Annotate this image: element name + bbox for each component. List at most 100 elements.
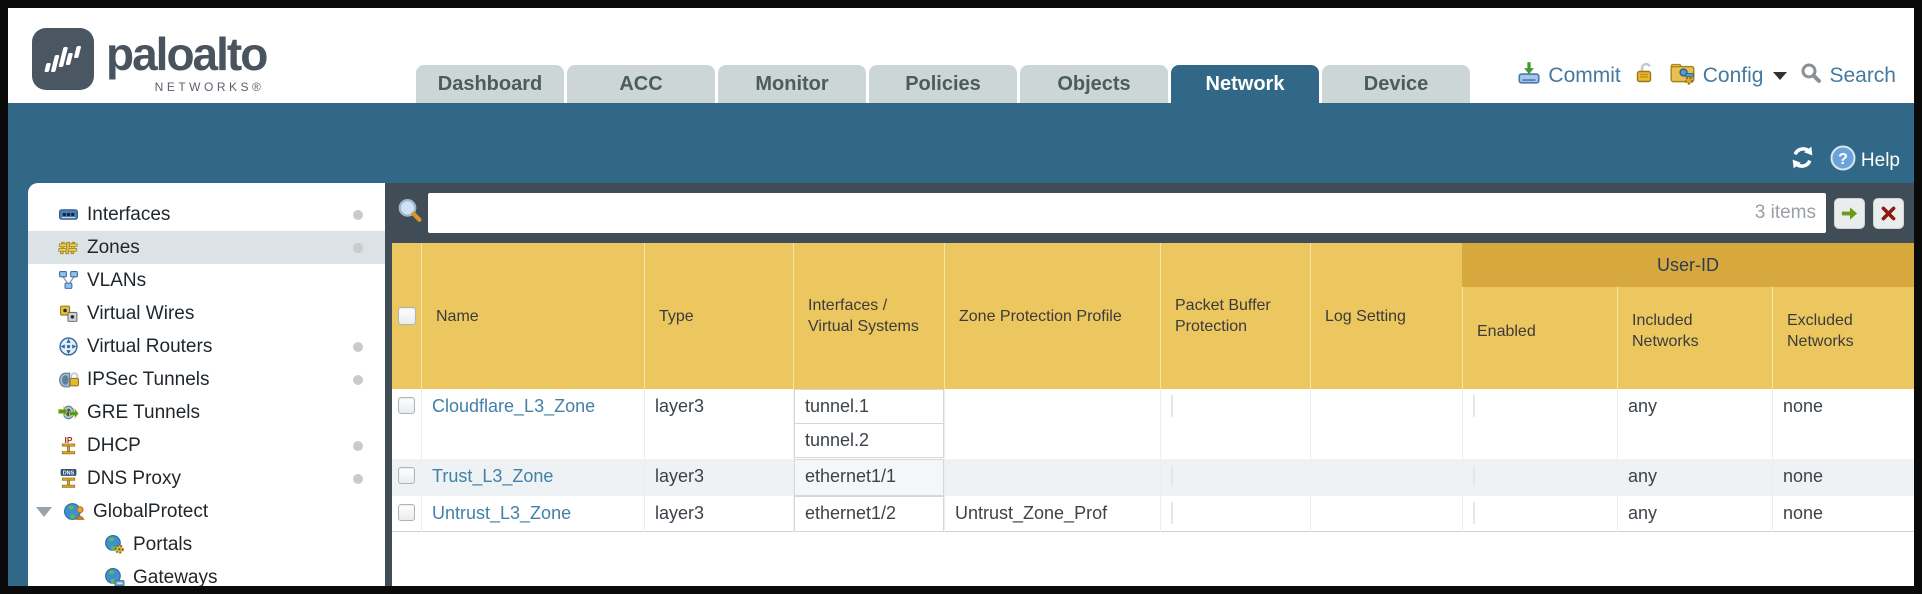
virtual-wires-icon bbox=[58, 303, 79, 324]
sidebar-item-portals[interactable]: Portals bbox=[28, 528, 385, 561]
vlans-icon bbox=[58, 270, 79, 291]
row-checkbox[interactable] bbox=[398, 504, 415, 521]
lock-button[interactable] bbox=[1633, 61, 1657, 91]
apply-filter-button[interactable] bbox=[1834, 197, 1865, 229]
tab-monitor[interactable]: Monitor bbox=[718, 65, 866, 103]
left-rail bbox=[8, 183, 28, 586]
tab-dashboard[interactable]: Dashboard bbox=[416, 65, 564, 103]
sidebar-item-label: Virtual Routers bbox=[87, 335, 213, 357]
items-count: 3 items bbox=[1754, 202, 1816, 223]
virtual-routers-icon bbox=[58, 336, 79, 357]
zone-type: layer3 bbox=[644, 459, 793, 496]
packet-buffer-checkbox[interactable] bbox=[1171, 502, 1173, 524]
userid-enabled-checkbox[interactable] bbox=[1473, 465, 1475, 487]
column-header-zone-protection-profile[interactable]: Zone Protection Profile bbox=[944, 243, 1160, 389]
gateways-icon bbox=[104, 567, 125, 586]
config-icon bbox=[1669, 59, 1697, 93]
column-header-included-networks[interactable]: Included Networks bbox=[1617, 243, 1772, 389]
zone-interfaces: ethernet1/2 bbox=[793, 496, 944, 532]
search-button[interactable]: Search bbox=[1799, 61, 1896, 91]
help-button[interactable]: ? Help bbox=[1830, 145, 1900, 177]
column-header-interfaces[interactable]: Interfaces / Virtual Systems bbox=[793, 243, 944, 389]
sidebar-item-vlans[interactable]: VLANs bbox=[28, 264, 385, 297]
log-setting bbox=[1310, 389, 1462, 459]
brand-name: paloalto bbox=[106, 28, 268, 80]
user-id-group-header: User-ID bbox=[1462, 243, 1914, 287]
table-row: Untrust_L3_Zone layer3 ethernet1/2 Untru… bbox=[392, 496, 1914, 532]
sidebar-item-zones[interactable]: Zones bbox=[28, 231, 385, 264]
globalprotect-icon bbox=[64, 501, 85, 522]
tab-objects[interactable]: Objects bbox=[1020, 65, 1168, 103]
sidebar-item-label: Interfaces bbox=[87, 203, 171, 225]
tab-device[interactable]: Device bbox=[1322, 65, 1470, 103]
close-icon bbox=[1881, 206, 1896, 220]
excluded-networks: none bbox=[1772, 389, 1914, 459]
top-header: paloalto NETWORKS® Dashboard ACC Monitor… bbox=[8, 8, 1914, 103]
expander-icon[interactable] bbox=[36, 506, 52, 517]
sidebar-item-label: IPSec Tunnels bbox=[87, 368, 210, 390]
sidebar-item-virtual-routers[interactable]: Virtual Routers bbox=[28, 330, 385, 363]
sidebar-item-globalprotect[interactable]: GlobalProtect bbox=[28, 495, 385, 528]
network-sidebar: Interfaces Zones bbox=[28, 183, 385, 586]
zone-protection-profile bbox=[944, 459, 1160, 496]
config-menu[interactable]: Config bbox=[1669, 59, 1788, 93]
svg-text:?: ? bbox=[1838, 151, 1848, 168]
column-header-packet-buffer-protection[interactable]: Packet Buffer Protection bbox=[1160, 243, 1310, 389]
row-checkbox[interactable] bbox=[398, 467, 415, 484]
sidebar-item-ipsec-tunnels[interactable]: IPSec Tunnels bbox=[28, 363, 385, 396]
select-all-checkbox[interactable] bbox=[397, 307, 416, 325]
sidebar-item-interfaces[interactable]: Interfaces bbox=[28, 198, 385, 231]
sub-header-band: ? Help bbox=[8, 103, 1914, 183]
packet-buffer-checkbox[interactable] bbox=[1171, 465, 1173, 487]
zone-name-link[interactable]: Cloudflare_L3_Zone bbox=[432, 396, 596, 416]
excluded-networks: none bbox=[1772, 496, 1914, 532]
included-networks: any bbox=[1617, 389, 1772, 459]
select-all-checkbox-cell bbox=[392, 243, 421, 389]
clear-filter-button[interactable] bbox=[1873, 197, 1904, 229]
column-header-name[interactable]: Name bbox=[421, 243, 644, 389]
sidebar-item-gateways[interactable]: Gateways bbox=[28, 561, 385, 586]
dns-proxy-icon: DNS bbox=[58, 468, 79, 489]
zone-type: layer3 bbox=[644, 389, 793, 459]
row-checkbox[interactable] bbox=[398, 397, 415, 414]
interface-cell: tunnel.1 bbox=[794, 389, 944, 424]
table-header: Name Type Interfaces / Virtual Systems Z… bbox=[392, 243, 1914, 389]
status-dot bbox=[353, 374, 363, 385]
sidebar-item-label: DNS Proxy bbox=[87, 467, 181, 489]
filter-field: 3 items bbox=[428, 193, 1826, 233]
sidebar-item-virtual-wires[interactable]: Virtual Wires bbox=[28, 297, 385, 330]
interface-cell: tunnel.2 bbox=[794, 423, 944, 458]
userid-enabled-checkbox[interactable] bbox=[1473, 502, 1475, 524]
zones-icon bbox=[58, 237, 79, 258]
tab-acc[interactable]: ACC bbox=[567, 65, 715, 103]
gre-tunnels-icon bbox=[58, 402, 79, 423]
sidebar-item-dhcp[interactable]: IP DHCP bbox=[28, 429, 385, 462]
lock-icon bbox=[1633, 61, 1657, 91]
sidebar-item-label: GlobalProtect bbox=[93, 500, 209, 522]
column-header-excluded-networks[interactable]: Excluded Networks bbox=[1772, 243, 1914, 389]
column-header-enabled[interactable]: Enabled bbox=[1462, 243, 1617, 389]
commit-button[interactable]: Commit bbox=[1516, 60, 1621, 92]
filter-search-icon bbox=[395, 196, 425, 231]
chevron-down-icon bbox=[1773, 72, 1788, 80]
zone-name-link[interactable]: Untrust_L3_Zone bbox=[432, 503, 572, 523]
excluded-networks: none bbox=[1772, 459, 1914, 496]
sidebar-item-label: Portals bbox=[133, 533, 193, 555]
sidebar-item-gre-tunnels[interactable]: GRE Tunnels bbox=[28, 396, 385, 429]
tab-network[interactable]: Network bbox=[1171, 65, 1319, 103]
sidebar-item-label: DHCP bbox=[87, 434, 141, 456]
sidebar-item-dns-proxy[interactable]: DNS DNS Proxy bbox=[28, 462, 385, 495]
refresh-icon[interactable] bbox=[1789, 144, 1816, 177]
userid-enabled-checkbox[interactable] bbox=[1473, 395, 1475, 417]
zone-name-link[interactable]: Trust_L3_Zone bbox=[432, 466, 554, 486]
tab-policies[interactable]: Policies bbox=[869, 65, 1017, 103]
search-icon bbox=[1799, 61, 1823, 91]
filter-input[interactable] bbox=[438, 202, 1755, 224]
log-setting bbox=[1310, 459, 1462, 496]
status-dot bbox=[353, 209, 363, 220]
column-header-type[interactable]: Type bbox=[644, 243, 793, 389]
packet-buffer-checkbox[interactable] bbox=[1171, 395, 1173, 417]
svg-text:IP: IP bbox=[65, 435, 73, 445]
column-header-log-setting[interactable]: Log Setting bbox=[1310, 243, 1462, 389]
sidebar-item-label: Gateways bbox=[133, 566, 218, 587]
